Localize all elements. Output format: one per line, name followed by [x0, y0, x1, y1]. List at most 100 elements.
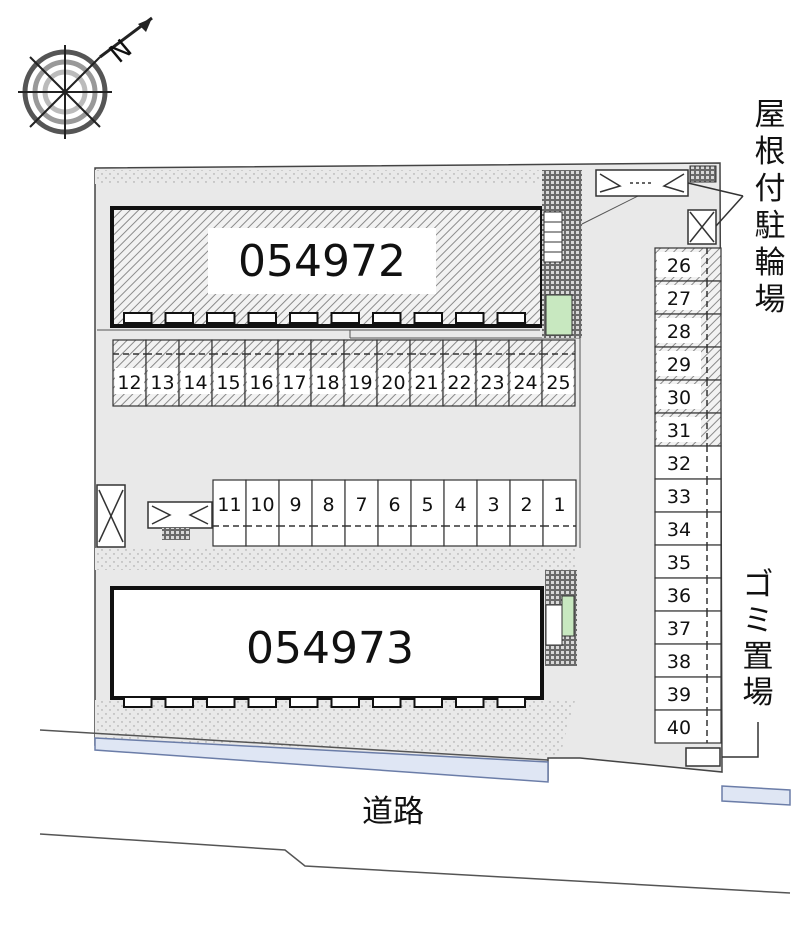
storage-box	[96, 484, 213, 548]
parking-number: 5	[421, 494, 433, 516]
parking-number: 10	[250, 494, 274, 516]
balcony	[330, 696, 360, 708]
stair-steps	[545, 604, 563, 646]
parking-space-19: 19	[343, 339, 378, 407]
parking-number: 38	[667, 651, 691, 673]
parking-space-38: 38	[654, 643, 722, 678]
parking-space-18: 18	[310, 339, 345, 407]
building-label: 054973	[246, 623, 414, 674]
parking-space-23: 23	[475, 339, 510, 407]
parking-space-37: 37	[654, 610, 722, 645]
parking-number: 4	[454, 494, 466, 516]
parking-space-36: 36	[654, 577, 722, 612]
parking-number: 34	[667, 519, 691, 541]
parking-space-14: 14	[178, 339, 213, 407]
balcony	[164, 696, 194, 708]
green-area	[545, 294, 573, 336]
parking-number: 37	[667, 618, 691, 640]
parking-number: 20	[381, 372, 405, 394]
parking-space-25: 25	[541, 339, 576, 407]
parking-space-34: 34	[654, 511, 722, 546]
parking-space-31: 31	[654, 412, 722, 447]
vent-icon	[689, 165, 717, 183]
balcony	[413, 312, 443, 324]
landscape-strip	[95, 548, 575, 570]
parking-number: 33	[667, 486, 691, 508]
parking-space-28: 28	[654, 313, 722, 348]
parking-space-20: 20	[376, 339, 411, 407]
road-label: 道路	[362, 794, 424, 830]
parking-space-8: 8	[311, 479, 346, 547]
parking-number: 8	[322, 494, 334, 516]
parking-number: 27	[667, 288, 691, 310]
parking-number: 16	[249, 372, 273, 394]
parking-number: 17	[282, 372, 306, 394]
balcony	[496, 696, 526, 708]
callout-line	[687, 182, 759, 758]
balcony	[330, 312, 360, 324]
parking-space-2: 2	[509, 479, 544, 547]
parking-space-30: 30	[654, 379, 722, 414]
parking-space-15: 15	[211, 339, 246, 407]
balcony	[289, 696, 319, 708]
parking-space-22: 22	[442, 339, 477, 407]
parking-space-12: 12	[112, 339, 147, 407]
parking-number: 29	[667, 354, 691, 376]
parking-number: 14	[183, 372, 207, 394]
north-letter: N	[104, 34, 138, 69]
parking-number: 35	[667, 552, 691, 574]
parking-number: 15	[216, 372, 240, 394]
parking-number: 6	[388, 494, 400, 516]
parking-number: 36	[667, 585, 691, 607]
parking-number: 21	[414, 372, 438, 394]
balcony	[247, 696, 277, 708]
parking-space-11: 11	[212, 479, 247, 547]
parking-number: 26	[667, 255, 691, 277]
balcony	[247, 312, 277, 324]
building-label: 054972	[238, 236, 406, 287]
parking-number: 31	[667, 420, 691, 442]
balcony	[372, 696, 402, 708]
parking-space-7: 7	[344, 479, 379, 547]
parking-space-29: 29	[654, 346, 722, 381]
garbage-box	[685, 747, 721, 767]
parking-number: 18	[315, 372, 339, 394]
parking-space-6: 6	[377, 479, 412, 547]
parking-number: 22	[447, 372, 471, 394]
balcony	[455, 312, 485, 324]
green-area	[561, 595, 575, 637]
parking-number: 9	[289, 494, 301, 516]
parking-space-40: 40	[654, 709, 722, 744]
stair-lines	[544, 221, 562, 253]
parking-number: 12	[117, 372, 141, 394]
balcony	[206, 696, 236, 708]
road	[39, 729, 791, 894]
parking-space-26: 26	[654, 247, 722, 282]
parking-number: 30	[667, 387, 691, 409]
parking-space-13: 13	[145, 339, 180, 407]
landscape-strip	[95, 700, 575, 755]
parking-number: 39	[667, 684, 691, 706]
parking-number: 7	[355, 494, 367, 516]
vent-icon	[162, 528, 190, 540]
parking-number: 11	[217, 494, 241, 516]
balcony	[455, 696, 485, 708]
balcony	[164, 312, 194, 324]
compass-icon	[18, 16, 153, 139]
parking-space-1: 1	[542, 479, 577, 547]
garbage-label: ゴミ置場	[743, 567, 774, 711]
parking-space-3: 3	[476, 479, 511, 547]
parking-space-10: 10	[245, 479, 280, 547]
parking-space-32: 32	[654, 445, 722, 480]
parking-space-39: 39	[654, 676, 722, 711]
parking-space-35: 35	[654, 544, 722, 579]
building-054973	[110, 586, 544, 708]
parking-number: 24	[513, 372, 537, 394]
parking-number: 13	[150, 372, 174, 394]
parking-number: 32	[667, 453, 691, 475]
parking-number: 3	[487, 494, 499, 516]
parking-space-27: 27	[654, 280, 722, 315]
parking-space-5: 5	[410, 479, 445, 547]
balcony	[413, 696, 443, 708]
